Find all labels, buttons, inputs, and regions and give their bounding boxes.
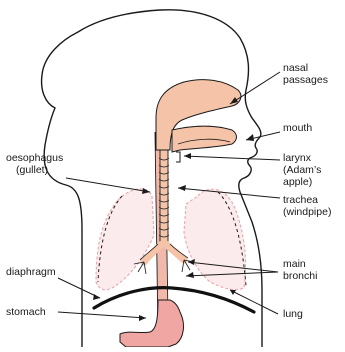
label-lung: lung — [283, 308, 303, 320]
lung-left — [96, 189, 154, 290]
leader-trachea — [178, 188, 280, 198]
label-nasal-line-2: passages — [283, 74, 328, 86]
label-trachea: trachea (windpipe) — [283, 194, 331, 218]
label-oesophagus-line-2: (gullet) — [6, 164, 63, 176]
label-stomach-line-1: stomach — [6, 306, 46, 318]
larynx-mark — [176, 152, 180, 162]
label-mouth: mouth — [283, 122, 312, 134]
label-larynx-line-3: apple) — [283, 176, 321, 188]
label-oesophagus-line-1: oesophagus — [6, 152, 63, 164]
label-nasal-passages: nasal passages — [283, 62, 328, 86]
label-trachea-line-2: (windpipe) — [283, 206, 331, 218]
label-bronchi-line-1: main — [283, 258, 317, 270]
body-outline — [42, 10, 262, 347]
label-mouth-line-1: mouth — [283, 122, 312, 134]
stomach-shape — [120, 300, 183, 347]
label-bronchi-line-2: bronchi — [283, 270, 317, 282]
label-lung-line-1: lung — [283, 308, 303, 320]
leader-diaphragm — [58, 278, 100, 298]
label-diaphragm-line-1: diaphragm — [6, 266, 56, 278]
trachea-tube — [160, 150, 168, 245]
leader-stomach — [58, 312, 146, 318]
bronchus-right — [166, 244, 184, 260]
label-larynx: larynx (Adam’s apple) — [283, 152, 321, 188]
leader-oesophagus — [66, 178, 150, 192]
label-stomach: stomach — [6, 306, 46, 318]
label-diaphragm: diaphragm — [6, 266, 56, 278]
label-nasal-line-1: nasal — [283, 62, 328, 74]
label-larynx-line-1: larynx — [283, 152, 321, 164]
leader-larynx — [184, 156, 280, 160]
label-oesophagus: oesophagus (gullet) — [6, 152, 63, 176]
label-larynx-line-2: (Adam’s — [283, 164, 321, 176]
leader-nasal — [230, 72, 280, 104]
label-main-bronchi: main bronchi — [283, 258, 317, 282]
label-trachea-line-1: trachea — [283, 194, 331, 206]
